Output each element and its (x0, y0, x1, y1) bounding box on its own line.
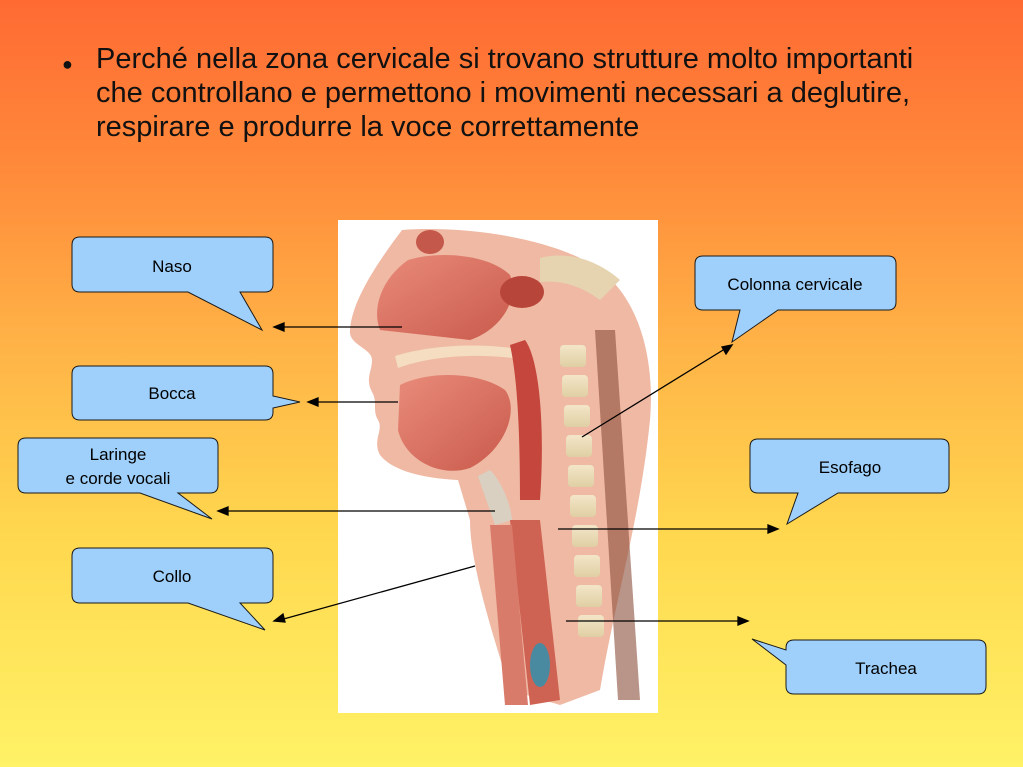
sinus (500, 276, 544, 308)
callout-laringe-shape (17, 437, 219, 520)
arrow-colonna-head (720, 344, 734, 356)
arrow-naso-head (272, 322, 285, 332)
callout-trachea: Trachea (751, 638, 987, 695)
thyroid-vessel (530, 643, 550, 687)
nasal-cavity (377, 255, 513, 340)
head-neck-illustration (338, 220, 658, 713)
label-laringe-line2: e corde vocali (66, 469, 171, 488)
callout-esofago: Esofago (749, 438, 950, 526)
label-colonna: Colonna cervicale (727, 275, 862, 294)
arrow-esofago-head (767, 524, 780, 534)
arrow-colonna (581, 346, 729, 438)
arrow-laringe-head (216, 506, 229, 516)
label-trachea: Trachea (855, 659, 917, 678)
callout-naso: Naso (71, 236, 274, 332)
tongue (398, 374, 511, 471)
callout-trachea-shape (751, 638, 987, 695)
callout-collo: Collo (71, 547, 274, 631)
callout-laringe: Laringe e corde vocali (17, 437, 219, 520)
callout-colonna-shape (694, 255, 897, 344)
callout-collo-shape (71, 547, 274, 631)
arrow-collo (279, 565, 476, 621)
arrows (216, 322, 780, 626)
arrow-collo-head (272, 612, 286, 623)
label-naso: Naso (152, 257, 192, 276)
label-laringe-line1: Laringe (90, 445, 147, 464)
larynx (478, 470, 512, 525)
pharynx (510, 340, 542, 500)
callout-naso-shape (71, 236, 274, 332)
callout-colonna: Colonna cervicale (694, 255, 897, 344)
label-bocca: Bocca (148, 384, 196, 403)
arrow-bocca-head (306, 397, 319, 407)
palate (395, 345, 525, 368)
arrow-trachea-head (737, 616, 750, 626)
callout-bocca-shape (71, 365, 301, 421)
callout-esofago-shape (749, 438, 950, 526)
trachea-shape (490, 525, 528, 705)
label-esofago: Esofago (819, 458, 881, 477)
callout-bocca: Bocca (71, 365, 301, 421)
label-collo: Collo (153, 567, 192, 586)
bullet-text: Perché nella zona cervicale si trovano s… (96, 43, 914, 143)
frontal-sinus (416, 230, 444, 254)
skull-base (540, 255, 620, 300)
bullet-dot-icon: ● (62, 54, 73, 74)
